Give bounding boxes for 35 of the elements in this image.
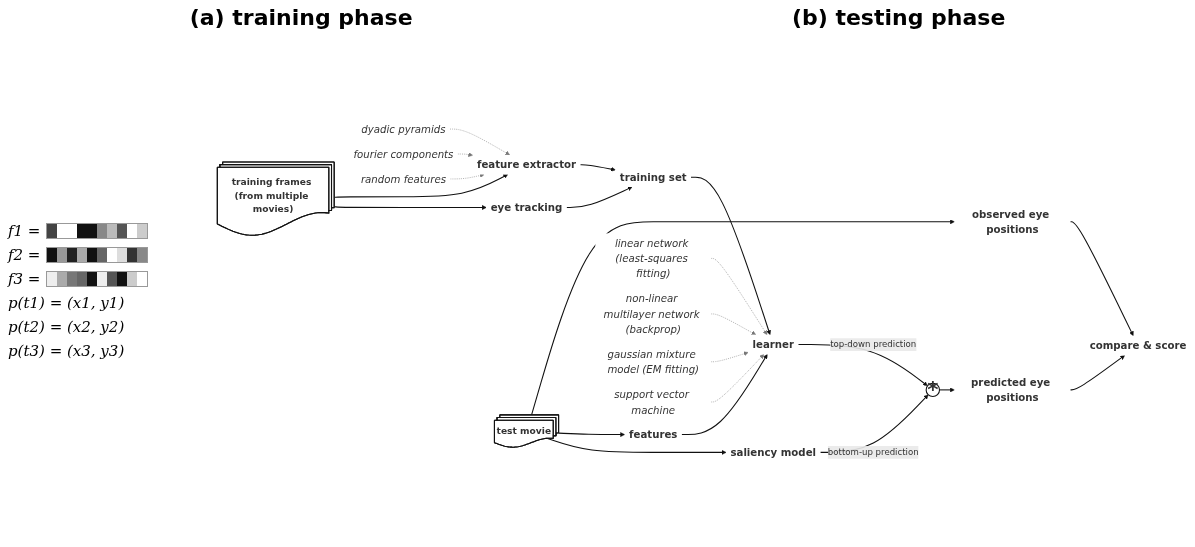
node-text: support vector machine — [614, 388, 689, 416]
node-text: dyadic pyramids — [361, 122, 446, 135]
panel-heading: (b) testing phase — [791, 4, 1006, 30]
node-text: learner — [752, 338, 794, 351]
node-circle: * — [925, 382, 941, 397]
node-text: saliency model — [730, 446, 817, 458]
node-text: features — [629, 428, 678, 441]
node-text: gaussian mixture model (EM fitting) — [607, 347, 700, 375]
feature-vector-label: f2 = — [8, 245, 41, 264]
node-text: observed eye positions — [972, 207, 1050, 235]
node-text: training set — [619, 170, 687, 183]
arrow — [1069, 354, 1125, 391]
node-text: feature extractor — [477, 158, 577, 171]
arrow — [333, 204, 487, 210]
arrow — [547, 437, 727, 455]
eye-position-formula: p(t2) = (x2, y2) — [8, 317, 125, 336]
node-text: eye tracking — [490, 201, 563, 214]
node-text: linear network (least-squares fitting) — [614, 236, 689, 280]
feature-vector-label: f3 = — [8, 269, 41, 288]
node-text: compare & score — [1089, 339, 1187, 352]
edge-label: top-down prediction — [830, 338, 917, 350]
node-text: non-linear multilayer network (backprop) — [603, 292, 700, 335]
eye-position-formula: p(t3) = (x3, y3) — [8, 341, 125, 360]
edge-label: bottom-up prediction — [827, 446, 919, 457]
arrow — [579, 163, 616, 172]
arrow — [938, 387, 955, 392]
node-text: fourier components — [353, 147, 454, 160]
arrow — [566, 186, 633, 208]
arrow — [1069, 221, 1134, 336]
arrow — [558, 431, 625, 437]
node-text: predicted eye positions — [971, 375, 1051, 404]
eye-position-formula: p(t1) = (x1, y1) — [8, 293, 125, 312]
node-text: random features — [360, 172, 446, 185]
feature-vector-label: f1 = — [8, 221, 41, 240]
panel-heading: (a) training phase — [189, 4, 413, 30]
